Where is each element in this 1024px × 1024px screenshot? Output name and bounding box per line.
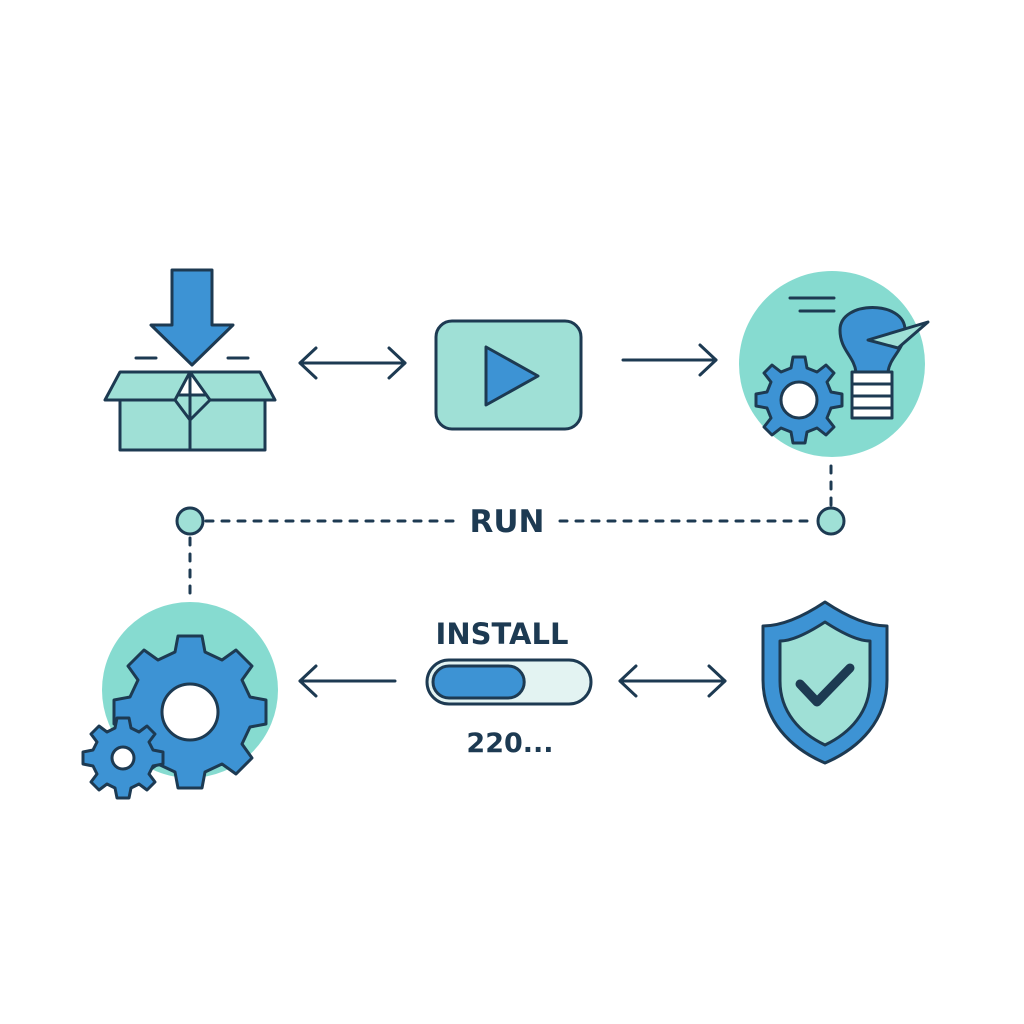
shield-check-icon: [761, 600, 889, 765]
bidirectional-arrow-top: [298, 346, 407, 380]
run-connector: [188, 464, 833, 602]
connector-node-right: [816, 506, 846, 536]
gear-bulb-icon: [739, 271, 930, 457]
right-arrow-top: [621, 343, 718, 377]
download-box-icon: [103, 268, 277, 452]
run-label: RUN: [470, 504, 545, 540]
progress-text: 220...: [466, 728, 553, 759]
bidirectional-arrow-bottom: [618, 664, 727, 698]
progress-fill: [431, 664, 526, 700]
gears-icon: [81, 602, 278, 800]
install-label: INSTALL: [436, 617, 569, 651]
left-arrow-bottom: [298, 664, 397, 698]
play-button-icon: [434, 319, 583, 431]
connector-node-left: [175, 506, 205, 536]
